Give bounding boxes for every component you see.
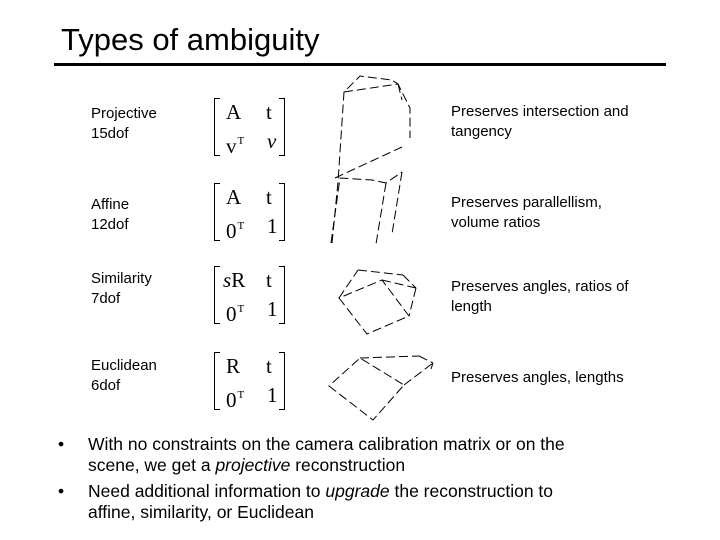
matrix-cell: A <box>226 185 242 209</box>
row-dof: 12dof <box>91 216 129 233</box>
row-label: Affine <box>91 196 130 213</box>
row-affine-description: Preserves parallellism, volume ratios <box>451 193 602 233</box>
matrix-cell: vT <box>226 134 245 158</box>
row-label: Similarity <box>91 270 152 287</box>
bullet-item: • Need additional information to upgrade… <box>58 481 698 523</box>
matrix-cell: v <box>267 129 277 153</box>
row-label: Euclidean <box>91 357 157 374</box>
matrix-cell: 1 <box>267 297 278 321</box>
bullet-marker: • <box>58 481 65 501</box>
description-line: volume ratios <box>451 214 541 231</box>
description-line: Preserves angles, ratios of <box>451 278 629 295</box>
row-dof: 7dof <box>91 290 121 307</box>
description-line: length <box>451 298 492 315</box>
matrix-cell: 0T <box>226 219 245 243</box>
row-similarity-name: Similarity 7dof <box>91 269 152 309</box>
bullet-text: With no constraints on the camera calibr… <box>88 434 565 475</box>
bullet-item: • With no constraints on the camera cali… <box>58 434 698 476</box>
similarity-shape-illustration <box>338 269 417 335</box>
bullet-list: • With no constraints on the camera cali… <box>58 434 698 528</box>
projective-matrix: A t vT v <box>214 98 285 158</box>
matrix-cell: t <box>266 268 272 292</box>
matrix-right-bracket <box>279 266 285 324</box>
matrix-right-bracket <box>279 183 285 241</box>
row-similarity-description: Preserves angles, ratios of length <box>451 277 629 317</box>
bullet-text: Need additional information to upgrade t… <box>88 481 554 522</box>
matrix-cell: 1 <box>267 214 278 238</box>
title-underline <box>54 63 666 66</box>
bullet-marker: • <box>58 434 65 454</box>
matrix-cell: t <box>266 185 272 209</box>
row-dof: 6dof <box>91 377 121 394</box>
matrix-cell: A <box>226 100 242 124</box>
description-line: Preserves angles, lengths <box>451 369 624 386</box>
row-euclidean-description: Preserves angles, lengths <box>451 368 624 388</box>
matrix-cell: sR <box>223 268 246 292</box>
matrix-cell: 1 <box>267 383 278 407</box>
euclidean-shape-illustration <box>328 355 434 421</box>
affine-matrix: A t 0T 1 <box>214 183 285 243</box>
matrix-cell: t <box>266 354 272 378</box>
matrix-left-bracket <box>214 266 220 324</box>
matrix-cell: 0T <box>226 388 245 412</box>
description-line: tangency <box>451 123 512 140</box>
description-line: Preserves intersection and <box>451 103 629 120</box>
description-line: Preserves parallellism, <box>451 194 602 211</box>
matrix-right-bracket <box>279 98 285 156</box>
euclidean-matrix: R t 0T 1 <box>214 352 285 412</box>
matrix-left-bracket <box>214 98 220 156</box>
row-projective-name: Projective 15dof <box>91 104 157 144</box>
matrix-cell: R <box>226 354 241 378</box>
affine-shape-illustration <box>330 171 403 245</box>
row-euclidean-name: Euclidean 6dof <box>91 356 157 396</box>
matrix-left-bracket <box>214 183 220 241</box>
row-affine-name: Affine 12dof <box>91 195 129 235</box>
matrix-cell: t <box>266 100 272 124</box>
matrix-right-bracket <box>279 352 285 410</box>
similarity-matrix: sR t 0T 1 <box>214 266 285 326</box>
row-projective-description: Preserves intersection and tangency <box>451 102 629 142</box>
slide-title: Types of ambiguity <box>61 22 320 57</box>
matrix-left-bracket <box>214 352 220 410</box>
row-label: Projective <box>91 105 157 122</box>
projective-shape-illustration <box>331 75 411 244</box>
matrix-cell: 0T <box>226 302 245 326</box>
row-dof: 15dof <box>91 125 129 142</box>
